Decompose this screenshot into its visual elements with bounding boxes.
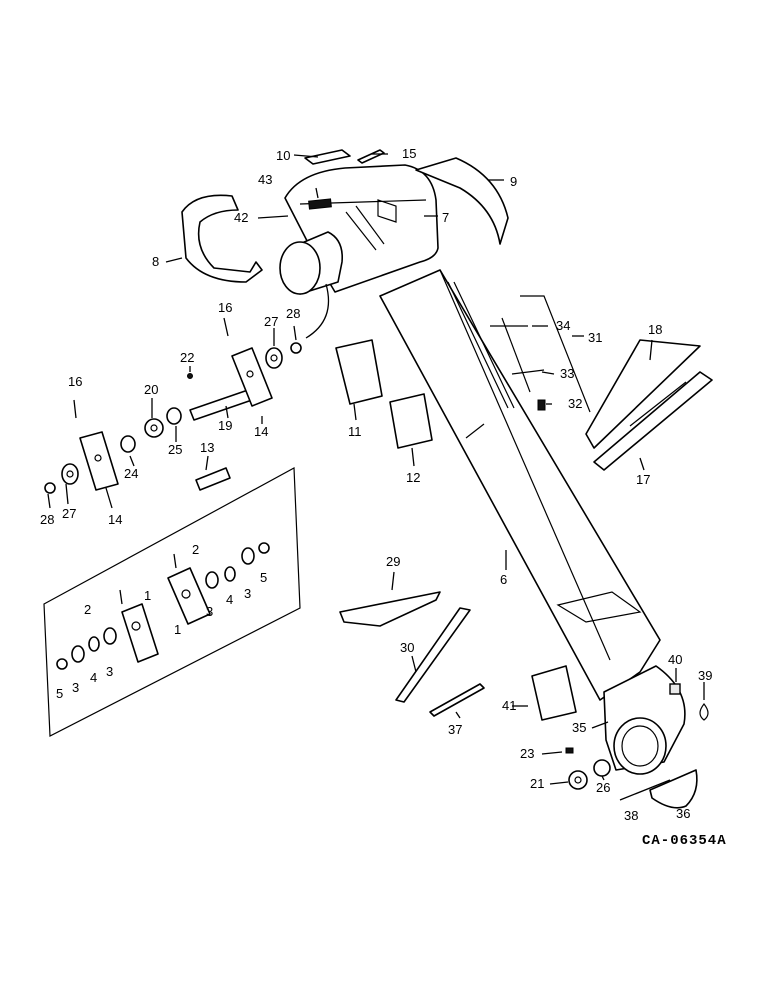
part-28-nut-left xyxy=(44,482,56,494)
part-42-spout-tube xyxy=(279,231,344,295)
label-19: 19 xyxy=(218,418,232,433)
part-39-u-bolt xyxy=(699,703,709,721)
part-14-bearing-plate-left xyxy=(79,431,119,491)
label-1-left: 1 xyxy=(174,622,181,637)
label-35: 35 xyxy=(572,720,586,735)
label-11: 11 xyxy=(348,424,362,439)
part-12-panel xyxy=(389,393,433,449)
part-25-bushing xyxy=(166,407,182,425)
part-23-key xyxy=(565,747,574,754)
label-13: 13 xyxy=(200,440,214,455)
label-34: 34 xyxy=(556,318,570,333)
part-24-bushing xyxy=(120,435,136,453)
label-43: 43 xyxy=(258,172,272,187)
part-43-plate xyxy=(308,198,332,210)
label-37: 37 xyxy=(448,722,462,737)
label-39: 39 xyxy=(698,668,712,683)
part-13-shaft xyxy=(195,467,231,491)
label-25: 25 xyxy=(168,442,182,457)
part-21-sprocket xyxy=(568,770,588,790)
label-14-right: 14 xyxy=(254,424,268,439)
label-8: 8 xyxy=(152,254,159,269)
part-20-sprocket xyxy=(144,418,164,438)
label-22: 22 xyxy=(180,350,194,365)
part-27-flange-right xyxy=(265,347,283,369)
label-33: 33 xyxy=(560,366,574,381)
part-14-bearing-plate-right xyxy=(231,347,273,407)
label-16-left: 16 xyxy=(68,374,82,389)
label-3-upper-right: 3 xyxy=(244,586,251,601)
part-16-bolt-left xyxy=(73,399,77,419)
part-26-bushing xyxy=(593,759,611,777)
part-29-bracket xyxy=(339,591,441,627)
label-7: 7 xyxy=(442,210,449,225)
label-14-left: 14 xyxy=(108,512,122,527)
label-4-lower: 4 xyxy=(90,670,97,685)
part-22-key xyxy=(187,373,193,379)
label-27-right: 27 xyxy=(264,314,278,329)
label-32: 32 xyxy=(568,396,582,411)
label-15: 15 xyxy=(402,146,416,161)
label-24: 24 xyxy=(124,466,138,481)
part-6-elevator-tube xyxy=(379,269,661,701)
label-3-lower-right: 3 xyxy=(106,664,113,679)
part-35-boot-housing xyxy=(603,665,686,775)
part-9-curved-panel xyxy=(415,157,509,245)
label-29: 29 xyxy=(386,554,400,569)
label-2-upper: 2 xyxy=(192,542,199,557)
part-10-strap xyxy=(304,149,351,165)
label-36: 36 xyxy=(676,806,690,821)
leader-lines xyxy=(47,153,705,785)
part-18-gasket xyxy=(585,339,701,449)
label-26: 26 xyxy=(596,780,610,795)
label-41: 41 xyxy=(502,698,516,713)
label-16-right: 16 xyxy=(218,300,232,315)
part-41-cover xyxy=(531,665,577,721)
drawing-number: CA-06354A xyxy=(642,833,727,849)
label-9: 9 xyxy=(510,174,517,189)
callout-labels: 10 15 9 43 42 7 8 16 27 28 34 31 18 22 3… xyxy=(40,146,712,823)
label-10: 10 xyxy=(276,148,290,163)
part-28-nut-right xyxy=(290,342,302,354)
label-18: 18 xyxy=(648,322,662,337)
label-31: 31 xyxy=(588,330,602,345)
inset-bearing-kit xyxy=(43,467,301,737)
label-20: 20 xyxy=(144,382,158,397)
label-2-lower: 2 xyxy=(84,602,91,617)
part-16-bolt-right xyxy=(223,317,229,337)
label-5-upper: 5 xyxy=(260,570,267,585)
part-8-curved-shield xyxy=(181,194,263,283)
label-28-left: 28 xyxy=(40,512,54,527)
label-3-upper-left: 3 xyxy=(206,604,213,619)
label-12: 12 xyxy=(406,470,420,485)
label-28-right: 28 xyxy=(286,306,300,321)
part-30-brace xyxy=(395,607,471,703)
part-36-bottom-shield xyxy=(649,769,698,809)
label-42: 42 xyxy=(234,210,248,225)
part-15-strap xyxy=(357,149,385,164)
label-17: 17 xyxy=(636,472,650,487)
label-4-upper: 4 xyxy=(226,592,233,607)
part-17-gasket xyxy=(593,371,713,471)
part-37-brace xyxy=(429,683,485,717)
label-40: 40 xyxy=(668,652,682,667)
part-11-panel xyxy=(335,339,383,405)
label-3-lower-left: 3 xyxy=(72,680,79,695)
part-19-shaft xyxy=(189,389,253,421)
label-38: 38 xyxy=(624,808,638,823)
label-30: 30 xyxy=(400,640,414,655)
label-21: 21 xyxy=(530,776,544,791)
label-23: 23 xyxy=(520,746,534,761)
part-31-auger-group xyxy=(490,295,591,413)
part-38-rod xyxy=(619,779,671,801)
part-40-bolt xyxy=(669,683,681,695)
part-27-flange-left xyxy=(61,463,79,485)
label-5-lower: 5 xyxy=(56,686,63,701)
label-1-right: 1 xyxy=(144,588,151,603)
label-6: 6 xyxy=(500,572,507,587)
label-27-left: 27 xyxy=(62,506,76,521)
